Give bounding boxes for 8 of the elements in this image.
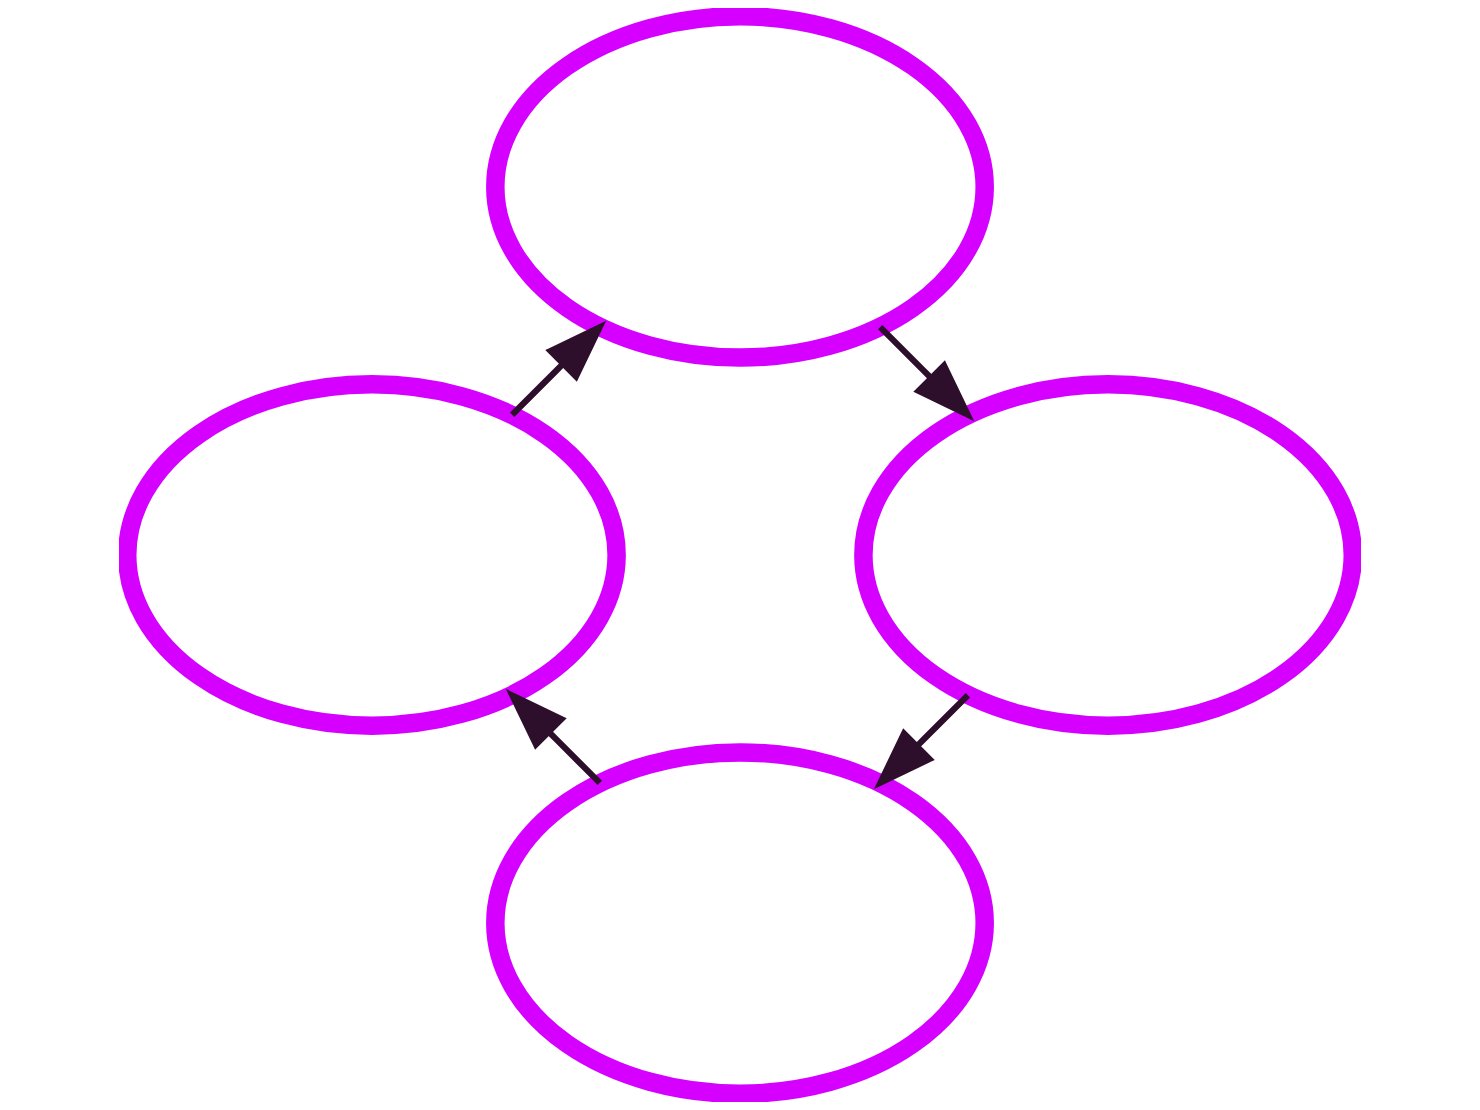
arrow <box>878 324 975 422</box>
node-ellipse <box>119 375 626 735</box>
arrow <box>509 320 607 417</box>
node-ellipse <box>486 743 994 1102</box>
arrow <box>505 688 602 786</box>
node-ellipse <box>486 8 994 367</box>
node-ellipse <box>854 375 1361 735</box>
arrow <box>873 693 971 790</box>
